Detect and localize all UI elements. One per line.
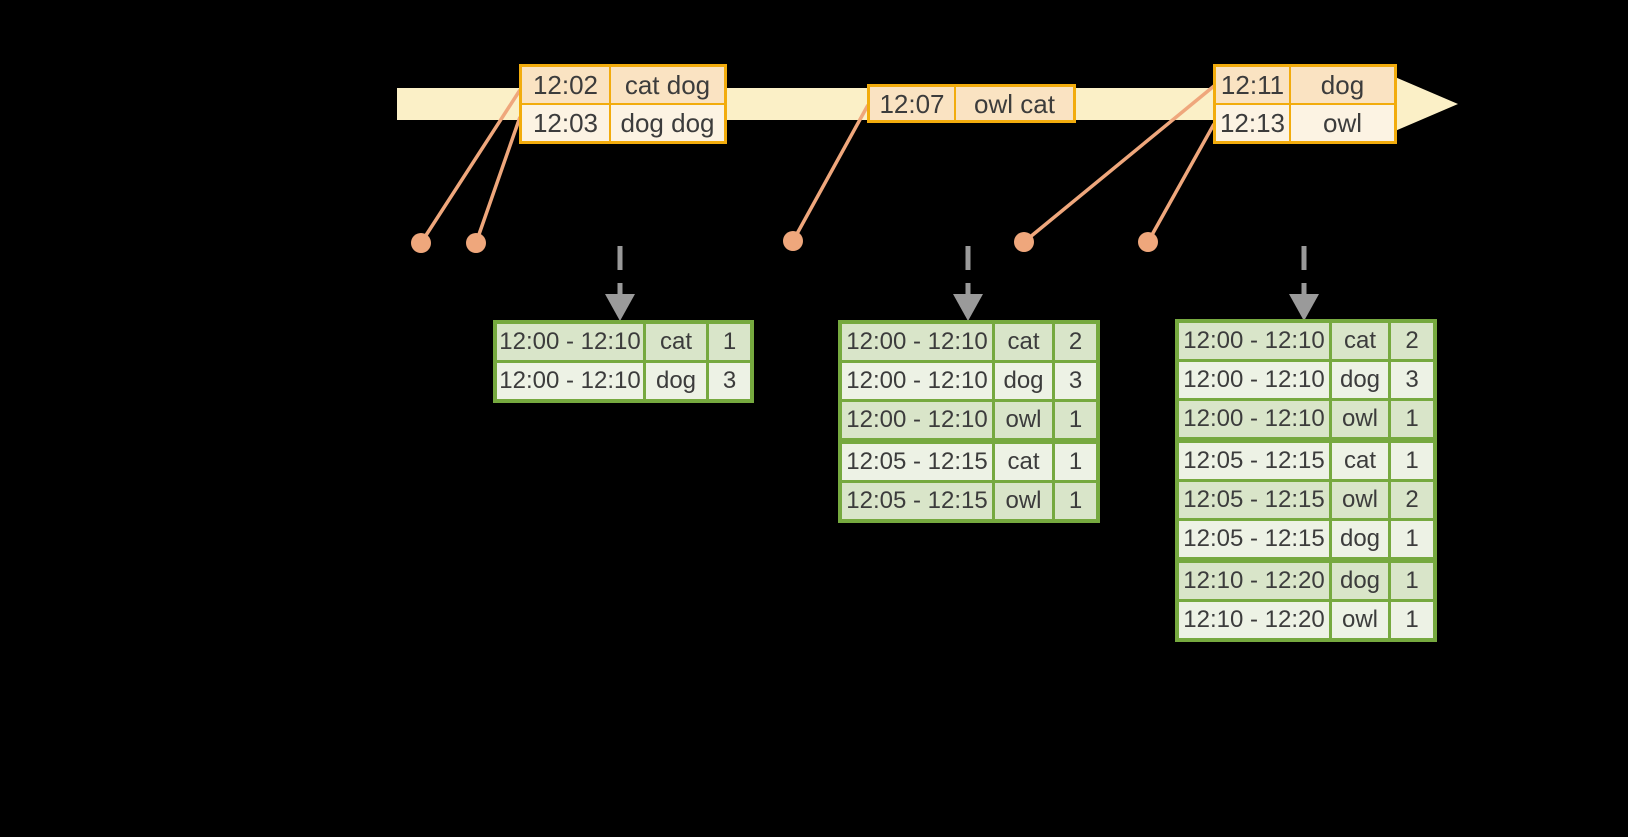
result-count: 1 (1391, 521, 1433, 557)
result-window: 12:00 - 12:10 (1179, 401, 1329, 437)
result-row: 12:00 - 12:10 cat 2 (842, 324, 1096, 360)
event-time: 12:03 (522, 105, 609, 141)
event-connector-line (474, 116, 522, 244)
result-table-2: 12:00 - 12:10 cat 2 12:00 - 12:10 dog 3 … (838, 320, 1100, 523)
event-row: 12:03 dog dog (522, 105, 724, 141)
result-row: 12:05 - 12:15 cat 1 (842, 444, 1096, 480)
timeline-arrowhead-icon (1395, 77, 1458, 131)
result-word: owl (1332, 602, 1388, 638)
event-connector-line (791, 104, 870, 242)
result-word: owl (995, 483, 1052, 519)
event-table-3: 12:11 dog 12:13 owl (1213, 64, 1397, 144)
event-time: 12:13 (1216, 105, 1289, 141)
result-count: 1 (1391, 602, 1433, 638)
event-marker-dot (1138, 232, 1158, 252)
result-count: 3 (1391, 362, 1433, 398)
result-row: 12:10 - 12:20 owl 1 (1179, 602, 1433, 638)
result-count: 3 (709, 363, 750, 399)
result-count: 2 (1391, 482, 1433, 518)
result-row: 12:05 - 12:15 owl 2 (1179, 482, 1433, 518)
result-word: dog (995, 363, 1052, 399)
result-word: cat (1332, 323, 1388, 359)
result-window: 12:05 - 12:15 (1179, 443, 1329, 479)
result-window: 12:00 - 12:10 (842, 402, 992, 438)
event-time: 12:07 (870, 87, 954, 120)
event-words: owl (1291, 105, 1394, 141)
result-count: 1 (1391, 401, 1433, 437)
result-count: 1 (709, 324, 750, 360)
event-table-1: 12:02 cat dog 12:03 dog dog (519, 64, 727, 144)
result-window: 12:05 - 12:15 (842, 483, 992, 519)
result-word: cat (995, 324, 1052, 360)
result-row: 12:00 - 12:10 dog 3 (1179, 362, 1433, 398)
event-words: dog (1291, 67, 1394, 103)
result-window: 12:00 - 12:10 (842, 324, 992, 360)
event-row: 12:07 owl cat (870, 87, 1073, 120)
result-count: 2 (1055, 324, 1096, 360)
result-window: 12:05 - 12:15 (1179, 482, 1329, 518)
result-count: 1 (1055, 402, 1096, 438)
result-row: 12:05 - 12:15 owl 1 (842, 483, 1096, 519)
result-word: owl (1332, 482, 1388, 518)
result-word: dog (1332, 521, 1388, 557)
trigger-arrowhead-icon (1289, 294, 1319, 321)
result-window: 12:00 - 12:10 (1179, 323, 1329, 359)
result-word: cat (646, 324, 706, 360)
event-connector-line (1022, 84, 1216, 244)
result-word: dog (646, 363, 706, 399)
event-words: dog dog (611, 105, 724, 141)
result-row: 12:00 - 12:10 owl 1 (1179, 401, 1433, 437)
result-window: 12:00 - 12:10 (497, 363, 643, 399)
result-row: 12:00 - 12:10 cat 2 (1179, 323, 1433, 359)
result-window: 12:05 - 12:15 (1179, 521, 1329, 557)
event-marker-dot (783, 231, 803, 251)
result-word: dog (1332, 362, 1388, 398)
result-window: 12:00 - 12:10 (1179, 362, 1329, 398)
result-count: 1 (1391, 443, 1433, 479)
trigger-arrowhead-icon (605, 294, 635, 321)
event-connector-line (419, 89, 522, 244)
event-marker-dot (1014, 232, 1034, 252)
event-table-2: 12:07 owl cat (867, 84, 1076, 123)
result-row: 12:00 - 12:10 owl 1 (842, 402, 1096, 438)
result-word: dog (1332, 563, 1388, 599)
event-row: 12:02 cat dog (522, 67, 724, 103)
event-row: 12:13 owl (1216, 105, 1394, 141)
result-word: owl (1332, 401, 1388, 437)
result-row: 12:05 - 12:15 cat 1 (1179, 443, 1433, 479)
event-row: 12:11 dog (1216, 67, 1394, 103)
result-row: 12:00 - 12:10 cat 1 (497, 324, 750, 360)
result-window: 12:10 - 12:20 (1179, 563, 1329, 599)
result-word: cat (1332, 443, 1388, 479)
result-count: 1 (1055, 444, 1096, 480)
result-count: 3 (1055, 363, 1096, 399)
event-time: 12:02 (522, 67, 609, 103)
result-row: 12:05 - 12:15 dog 1 (1179, 521, 1433, 557)
result-table-1: 12:00 - 12:10 cat 1 12:00 - 12:10 dog 3 (493, 320, 754, 403)
result-window: 12:00 - 12:10 (842, 363, 992, 399)
result-word: cat (995, 444, 1052, 480)
result-table-3: 12:00 - 12:10 cat 2 12:00 - 12:10 dog 3 … (1175, 319, 1437, 642)
result-count: 1 (1391, 563, 1433, 599)
event-time: 12:11 (1216, 67, 1289, 103)
result-row: 12:00 - 12:10 dog 3 (842, 363, 1096, 399)
event-connector-line (1146, 123, 1216, 243)
result-row: 12:10 - 12:20 dog 1 (1179, 563, 1433, 599)
trigger-arrowhead-icon (953, 294, 983, 321)
event-marker-dot (411, 233, 431, 253)
event-words: owl cat (956, 87, 1073, 120)
event-marker-dot (466, 233, 486, 253)
result-count: 2 (1391, 323, 1433, 359)
result-window: 12:10 - 12:20 (1179, 602, 1329, 638)
result-row: 12:00 - 12:10 dog 3 (497, 363, 750, 399)
event-words: cat dog (611, 67, 724, 103)
result-word: owl (995, 402, 1052, 438)
result-window: 12:05 - 12:15 (842, 444, 992, 480)
result-window: 12:00 - 12:10 (497, 324, 643, 360)
result-count: 1 (1055, 483, 1096, 519)
